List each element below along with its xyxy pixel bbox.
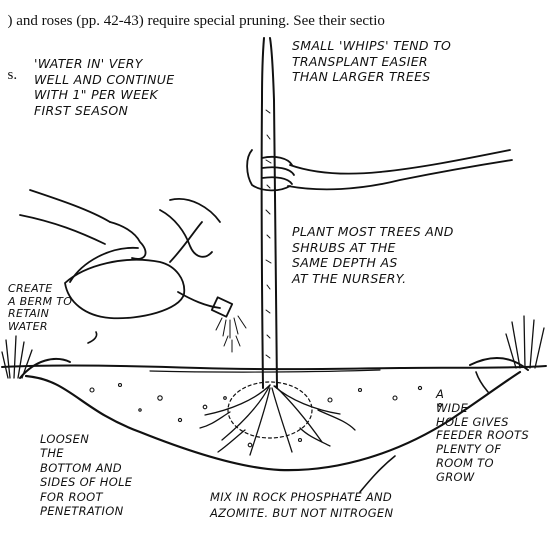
tree-trunk [262, 38, 264, 388]
label-water-in: 'WATER IN' VERY WELL AND CONTINUE WITH 1… [34, 56, 174, 119]
hand-holding-trunk [247, 150, 512, 190]
label-mix-in: MIX IN ROCK PHOSPHATE AND AZOMITE. BUT N… [210, 490, 393, 521]
ground-line-second [150, 370, 380, 372]
tree-trunk-edge [270, 38, 277, 388]
label-create-berm: CREATE A BERM TO RETAIN WATER [8, 283, 72, 334]
grass-left [2, 336, 32, 378]
label-wide-hole: A WIDE HOLE GIVES FEEDER ROOTS PLENTY OF… [436, 388, 529, 485]
water-spray [216, 316, 246, 352]
berm-arrow [88, 332, 97, 343]
trunk-bark-marks [266, 110, 271, 358]
label-plant-depth: PLANT MOST TREES AND SHRUBS AT THE SAME … [292, 224, 454, 287]
label-loosen: LOOSEN THE BOTTOM AND SIDES OF HOLE FOR … [40, 432, 132, 518]
mix-in-arrow [360, 456, 395, 492]
roots [200, 385, 355, 455]
ground-line [2, 365, 546, 369]
label-small-whips: SMALL 'WHIPS' TEND TO TRANSPLANT EASIER … [292, 38, 451, 85]
